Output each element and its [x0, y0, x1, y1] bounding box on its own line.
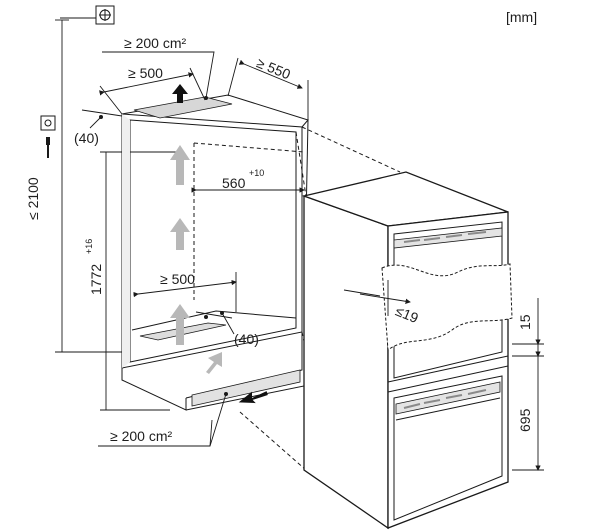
plinth-vent-grille	[191, 369, 301, 407]
dim-15-label: 15	[517, 314, 533, 330]
air-in-arrow-icon	[238, 391, 268, 404]
top-depth-dimension	[99, 67, 206, 115]
niche-width-tolerance: +10	[249, 168, 264, 178]
niche-width-label: 560	[222, 175, 246, 191]
bottom-clearance-label: (40)	[234, 331, 259, 347]
top-clearance-dimension	[73, 109, 123, 147]
power-socket-icon	[40, 115, 56, 158]
total-height-label: ≤ 2100	[25, 177, 41, 220]
door-outline-dashed	[381, 263, 513, 351]
fridge-appliance	[301, 171, 513, 530]
niche-height-tolerance: +16	[84, 239, 94, 254]
total-height-dimension	[55, 19, 122, 353]
units-label: [mm]	[506, 9, 537, 25]
bottom-vent-label: ≥ 200 cm²	[110, 428, 172, 444]
depth-550-dimension	[227, 57, 309, 120]
dim-695-label: 695	[517, 408, 533, 432]
inner-depth-dimension	[133, 272, 237, 312]
top-vent-label: ≥ 200 cm²	[124, 35, 186, 51]
niche-height-label: 1772	[88, 264, 104, 295]
niche-height-dimension	[100, 151, 182, 411]
depth-550-label: ≥ 550	[254, 54, 293, 82]
right-dimensions	[512, 298, 544, 471]
airflow-arrows	[170, 145, 222, 374]
door-gap-dimension	[343, 280, 411, 316]
top-clearance-label: (40)	[74, 130, 99, 146]
top-depth-label: ≥ 500	[128, 65, 163, 81]
bottom-clearance-dimension	[195, 311, 235, 335]
wall-fixing-icon	[95, 5, 115, 25]
inner-depth-label: ≥ 500	[160, 271, 195, 287]
